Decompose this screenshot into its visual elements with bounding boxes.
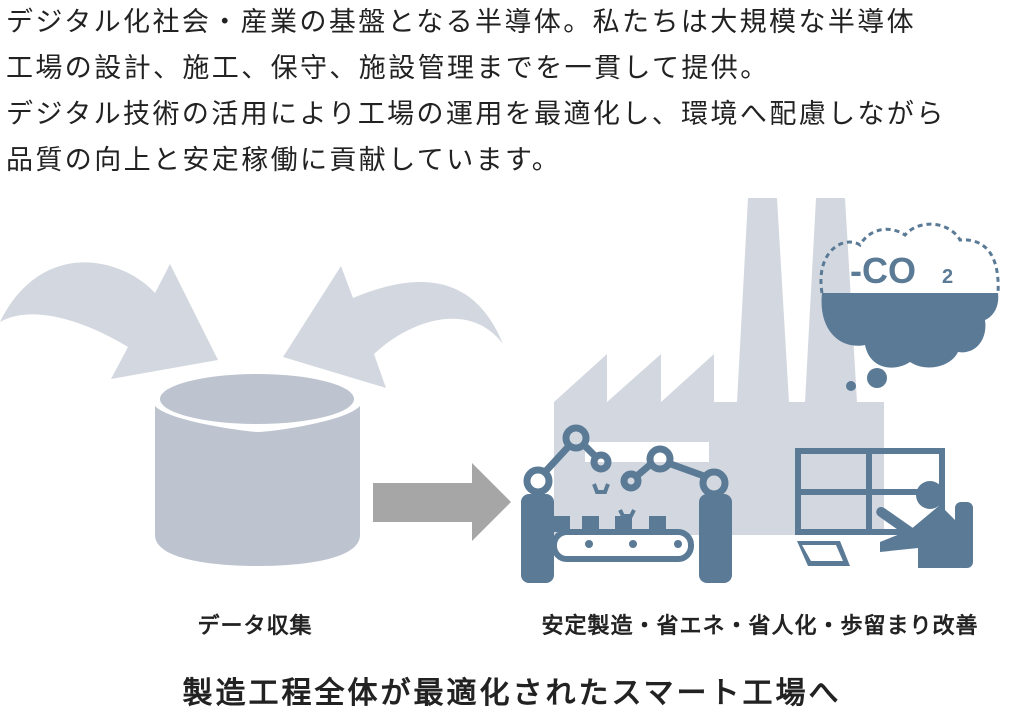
- operator-monitor-icon: [795, 448, 973, 568]
- intro-line-2: 工場の設計、施工、保守、施設管理までを一貫して提供。: [6, 53, 770, 84]
- intro-text: デジタル化社会・産業の基盤となる半導体。私たちは大規模な半導体 工場の設計、施工…: [6, 0, 1024, 184]
- footer-title: 製造工程全体が最適化されたスマート工場へ: [182, 676, 842, 711]
- intro-line-1: デジタル化社会・産業の基盤となる半導体。私たちは大規模な半導体: [6, 7, 917, 38]
- co2-subscript: 2: [942, 266, 953, 288]
- database-cylinder-icon: [155, 374, 360, 566]
- process-arrow-icon: [373, 463, 511, 541]
- intro-line-4: 品質の向上と安定稼働に貢献しています。: [6, 145, 562, 176]
- robot-arm-conveyor-icon: [521, 424, 732, 583]
- intro-line-3: デジタル技術の活用により工場の運用を最適化し、環境へ配慮しながら: [6, 99, 946, 130]
- co2-cloud-icon: -CO 2: [819, 222, 1000, 391]
- benefits-label: 安定製造・省エネ・省人化・歩留まり改善: [541, 614, 979, 639]
- incoming-arrow-left-icon: [0, 262, 218, 379]
- data-collection-label: データ収集: [197, 614, 313, 639]
- co2-label: -CO: [850, 250, 916, 291]
- incoming-arrow-right-icon: [283, 266, 503, 388]
